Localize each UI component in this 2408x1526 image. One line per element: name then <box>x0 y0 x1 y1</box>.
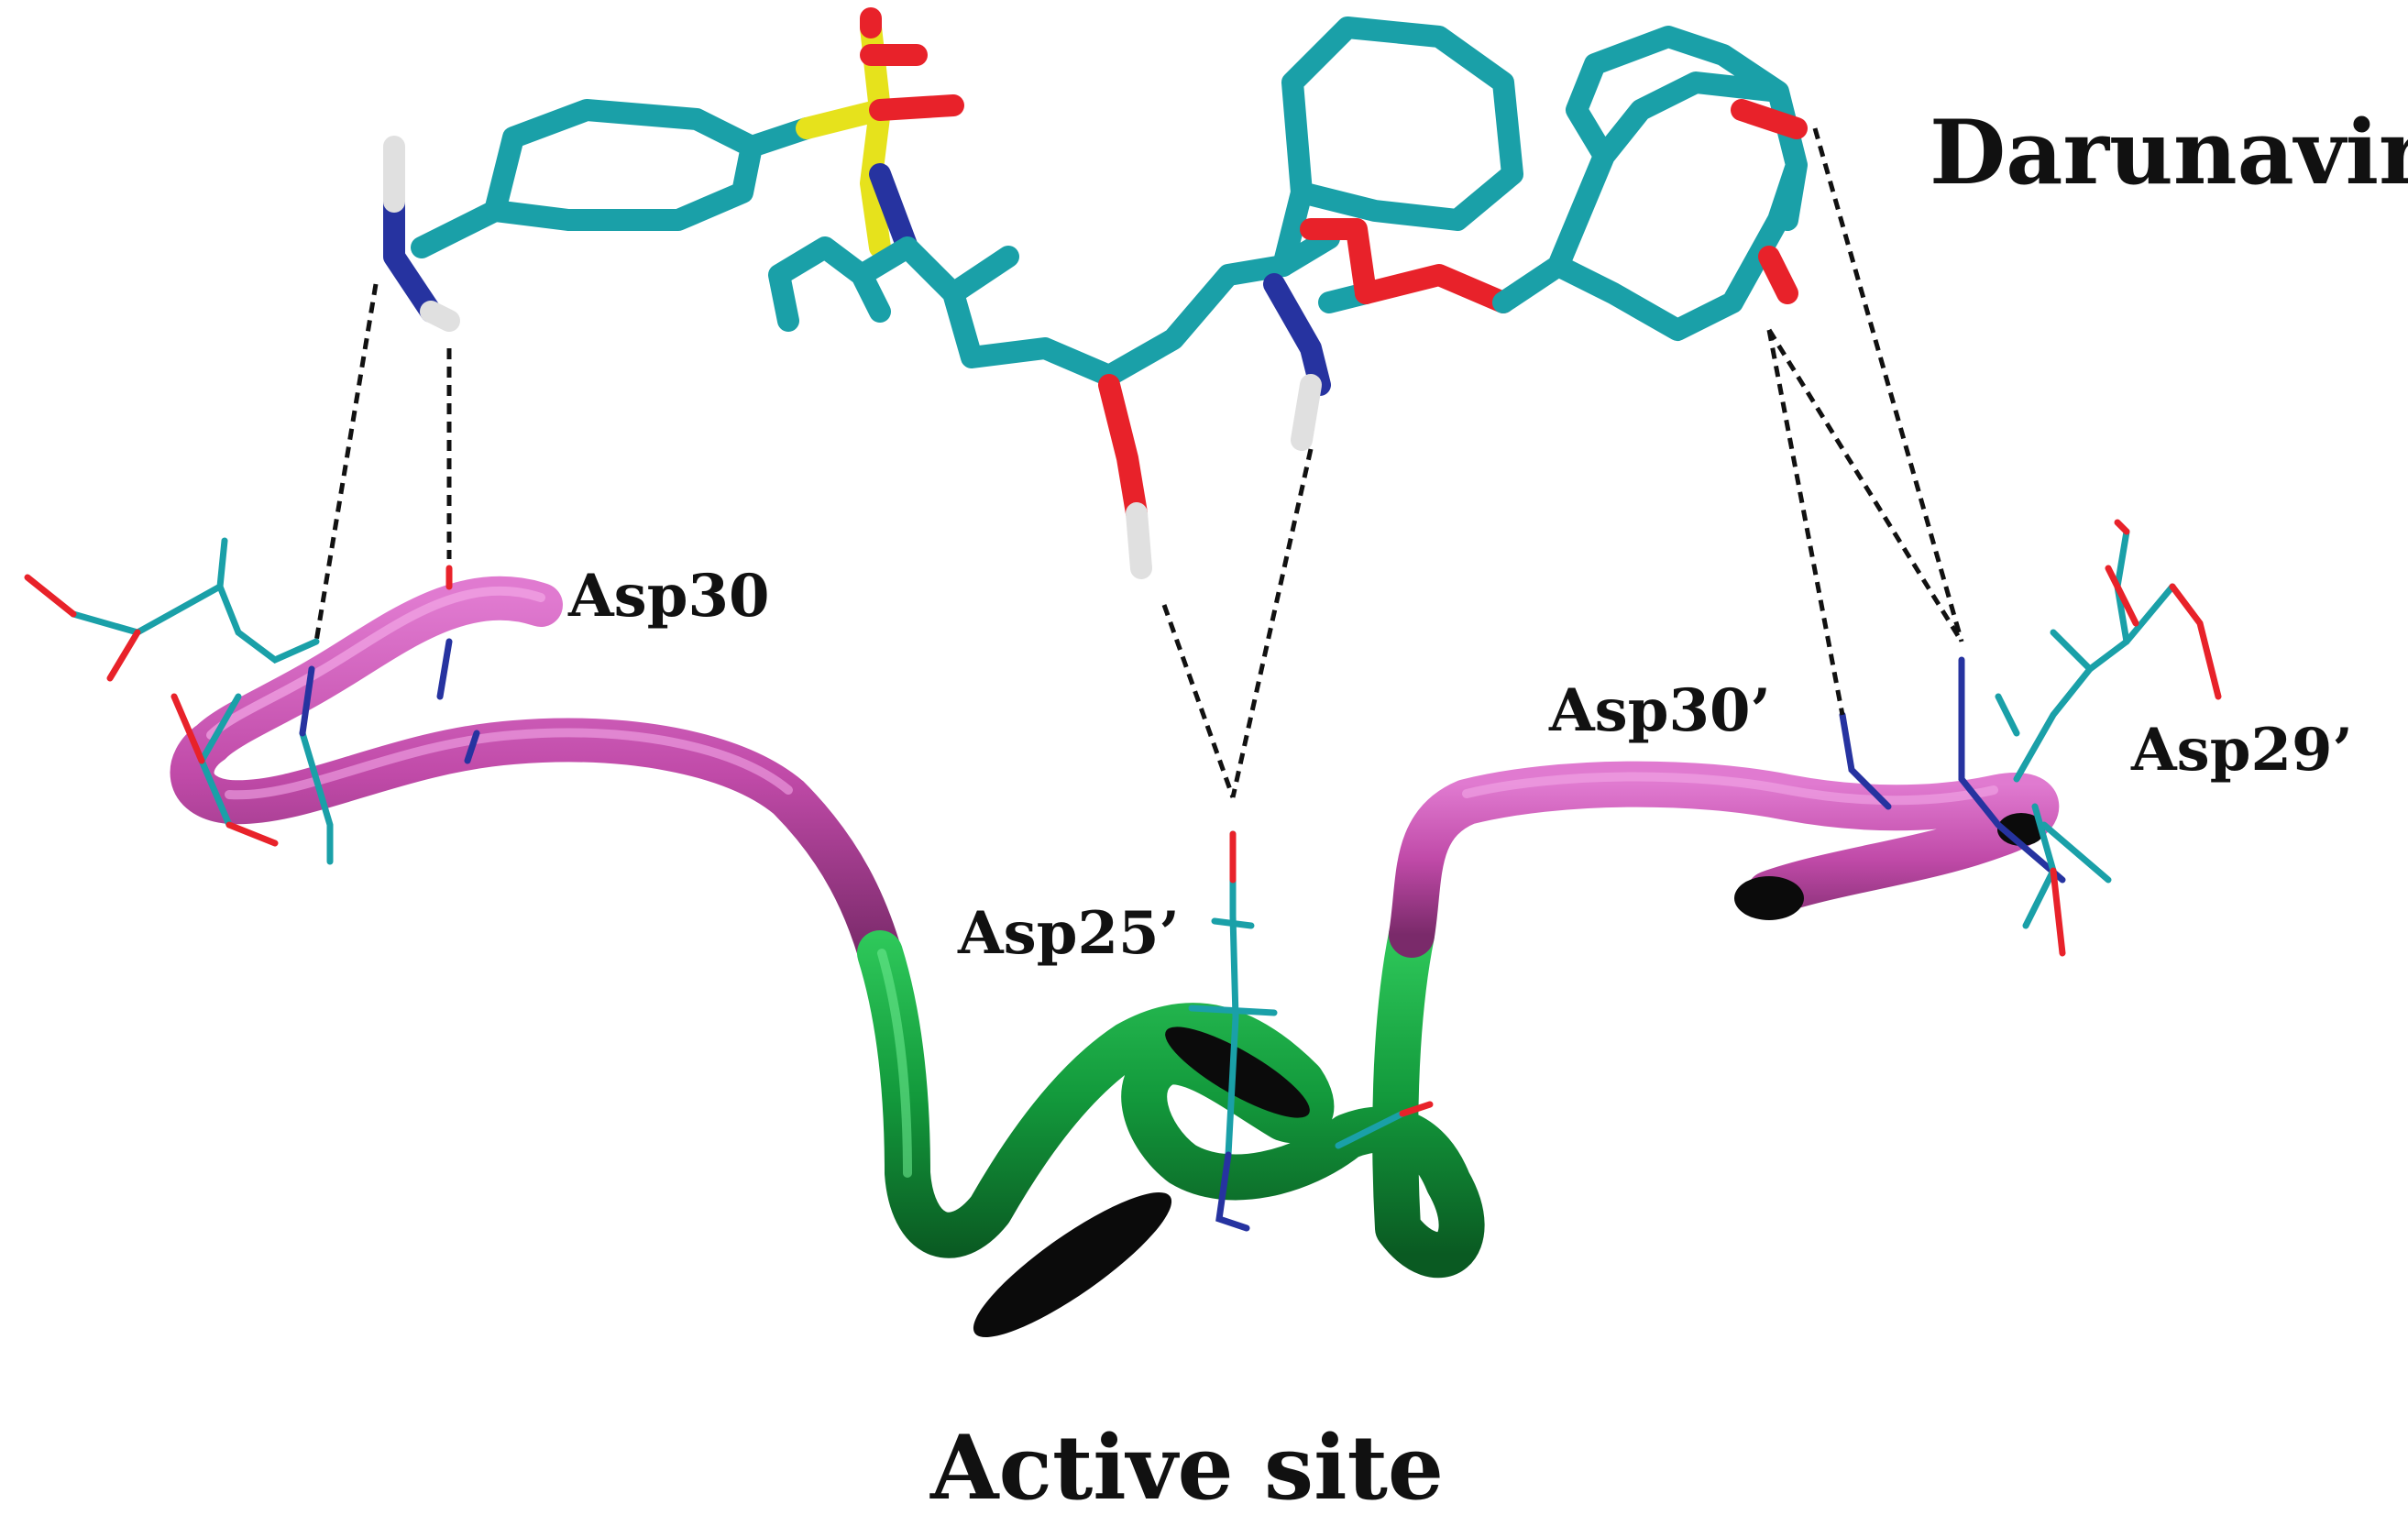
hbond-thf-asp29p-a <box>1766 328 1964 643</box>
thf-oxygen-upper <box>1731 99 1808 139</box>
asp29p-side-chain <box>1958 656 2066 884</box>
right-magenta-loop <box>1389 761 2060 958</box>
hbond-nh-asp25p <box>1230 448 1314 798</box>
ribbon-end-dark-right <box>1734 876 1804 920</box>
hbond-thf-asp30p <box>1766 329 1845 716</box>
isobutyl-group <box>768 236 1120 387</box>
hbond-aniline-asp30-a <box>313 283 379 642</box>
hbond-hydroxyl-asp25p <box>1161 604 1236 798</box>
ribbon-end-dark-mid <box>1165 1026 1310 1118</box>
darunavir-molecule <box>383 7 1808 579</box>
residue-side-chains <box>24 519 2222 1232</box>
residue-label-asp29p: Asp29’ <box>2130 716 2353 785</box>
residue-label-asp30p: Asp30’ <box>1548 676 1771 745</box>
left-magenta-lower-shine <box>225 728 793 800</box>
residue-label-asp30: Asp30 <box>567 562 770 631</box>
sulfonamide-nitrogen <box>869 163 918 258</box>
active-site-green-shine <box>877 949 912 1178</box>
hydroxyl-group <box>1098 374 1148 524</box>
left-magenta-loop-shine <box>206 586 545 740</box>
active-site-green-loop <box>857 912 1485 1279</box>
protein-loops <box>170 576 2060 1338</box>
thf-oxygen-lower <box>1758 246 1798 304</box>
bis-thf-rings <box>1492 26 1808 341</box>
sulfonyl-group <box>796 99 891 258</box>
residue-label-asp25p: Asp25’ <box>957 899 1180 968</box>
hbond-thf-asp29p-b <box>1812 127 1964 642</box>
asp30p-side-chain <box>1839 711 1892 810</box>
hydroxyl-carbon-chain <box>1098 227 1340 387</box>
left-magenta-loop <box>170 576 902 975</box>
aniline-nitrogen <box>383 191 442 323</box>
hydrogen-bonds <box>313 127 1964 798</box>
asp30-side-chain <box>70 582 320 664</box>
aniline-ring <box>484 99 763 231</box>
carbamate-nitrogen <box>1263 273 1331 396</box>
carbamate-carbonyl <box>1300 218 1377 304</box>
phenyl-ring <box>1272 16 1523 277</box>
active-site-label: Active site <box>929 1416 1444 1520</box>
ribbon-end-dark-lower <box>973 1191 1172 1338</box>
molecule-label: Darunavir <box>1930 101 2408 204</box>
right-magenta-shine <box>1462 772 1998 806</box>
